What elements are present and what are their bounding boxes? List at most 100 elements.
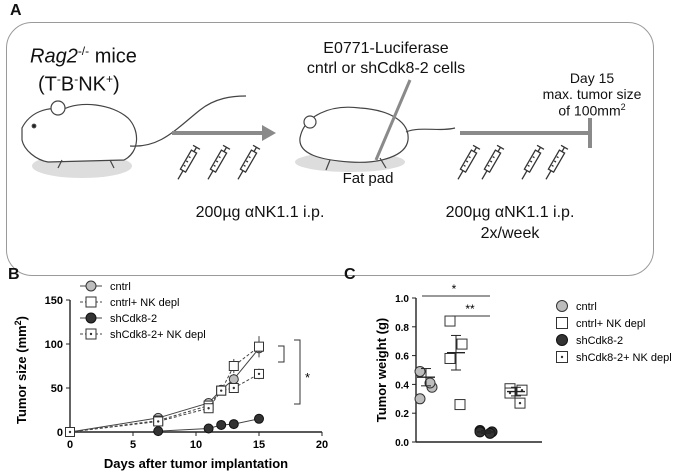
data-point-dot (220, 389, 223, 392)
injection-arrow (374, 79, 412, 161)
y-tick-label: 50 (51, 383, 63, 395)
legend-marker (85, 280, 97, 292)
legend-label: shCdk8-2 (576, 335, 623, 347)
significance-star-1: * (452, 282, 457, 296)
data-point (254, 341, 264, 352)
x-tick-label: 5 (130, 439, 136, 451)
data-point-box (456, 338, 468, 350)
data-point-box (228, 361, 239, 371)
data-point (228, 361, 239, 371)
data-point-dot (232, 386, 235, 390)
cells-label-line1: E0771-Luciferase (323, 40, 449, 57)
data-point-dot (257, 372, 261, 376)
y-axis-label: Tumor weight (g) (374, 318, 389, 422)
legend-marker-box (85, 296, 97, 308)
legend-label: cntrl+ NK depl (110, 297, 179, 309)
legend-label: shCdk8-2+ NK depl (110, 329, 206, 341)
y-tick-label: 0.0 (395, 438, 409, 449)
data-point-box (254, 341, 264, 352)
data-point (228, 374, 239, 385)
data-point-dot (68, 430, 72, 434)
post-treatment-line2: 2x/week (480, 225, 540, 242)
data-point (153, 426, 164, 437)
x-axis-label: Days after tumor implantation (104, 456, 288, 471)
series-line (69, 346, 260, 433)
data-point (414, 365, 426, 377)
legend-label: shCdk8-2+ NK depl (576, 352, 672, 364)
data-point (254, 368, 264, 379)
data-point (65, 427, 75, 437)
data-point (516, 384, 528, 396)
x-tick-label: 15 (253, 439, 265, 451)
significance-star: * (305, 370, 310, 385)
y-tick-label: 150 (45, 295, 63, 307)
cells-label-line2: cntrl or shCdk8-2 cells (306, 60, 466, 77)
data-point (216, 419, 227, 430)
syringe-icon (457, 144, 569, 180)
data-point-dot (207, 407, 210, 410)
injection-site-label: Fat pad (342, 170, 394, 187)
data-point-dot (520, 388, 524, 392)
pre-treatment-label: 200µg αNK1.1 i.p. (195, 204, 325, 221)
y-tick-label: 0.8 (395, 323, 409, 334)
legend-label: cntrl (110, 281, 131, 293)
data-point-dot (518, 401, 522, 405)
data-point (444, 352, 456, 364)
arrow-right-icon (262, 125, 276, 141)
mouse-side-icon (21, 95, 247, 178)
legend-marker (556, 300, 568, 312)
y-tick-label: 100 (45, 339, 63, 351)
data-point (444, 315, 456, 327)
group-bracket (278, 345, 285, 363)
legend-marker-dot (560, 355, 564, 359)
legend-marker-dot (89, 332, 93, 336)
legend-label: cntrl (576, 301, 597, 313)
legend-marker-box (556, 317, 568, 329)
data-point (514, 397, 526, 409)
data-point-dot (157, 420, 160, 423)
y-tick-label: 1.0 (395, 294, 409, 305)
y-tick-label: 0.6 (395, 352, 409, 363)
data-point (254, 413, 264, 424)
data-point (414, 393, 426, 405)
mouse-strain-label: Rag2-/- mice (30, 44, 137, 68)
legend-marker (556, 351, 568, 363)
y-tick-label: 0 (57, 427, 63, 439)
data-point (203, 403, 214, 414)
significance-bracket (294, 339, 301, 405)
endpoint-line3: of 100mm2 (558, 102, 626, 119)
syringe-icon (177, 144, 261, 180)
y-tick-label: 0.4 (395, 380, 409, 391)
data-point (228, 383, 239, 393)
legend-marker (556, 317, 568, 329)
significance-star-2: ** (465, 302, 475, 316)
panel-a-letter: A (10, 2, 22, 19)
tumor-weight-chart: 0.0 0.2 0.4 0.6 0.8 1.0 cntrl cntrl+ NK depl sh… (374, 282, 672, 449)
data-point (228, 419, 239, 430)
data-point (456, 338, 468, 350)
data-point (504, 387, 516, 399)
data-point (454, 399, 466, 411)
post-treatment-line1: 200µg αNK1.1 i.p. (445, 204, 575, 221)
data-point (153, 416, 164, 427)
y-tick-label: 0.2 (395, 409, 409, 420)
schema-graphics (21, 79, 592, 180)
series-line (69, 348, 260, 433)
panel-b-letter: B (8, 266, 20, 283)
legend-marker (85, 328, 97, 340)
x-tick-label: 10 (190, 439, 202, 451)
panel-c-letter: C (344, 266, 356, 283)
data-point-box (444, 315, 456, 327)
data-point-box (444, 352, 456, 364)
data-point (203, 423, 214, 434)
legend-label: shCdk8-2 (110, 313, 157, 325)
legend-marker (85, 296, 97, 308)
data-point (216, 385, 227, 396)
x-tick-label: 20 (316, 439, 328, 451)
endpoint-line1: Day 15 (569, 70, 615, 86)
y-axis-label: Tumor size (mm2) (13, 316, 29, 424)
data-point-dot (508, 391, 512, 395)
legend-label: cntrl+ NK depl (576, 318, 645, 330)
data-point-box (454, 399, 466, 411)
x-tick-label: 0 (67, 439, 73, 451)
